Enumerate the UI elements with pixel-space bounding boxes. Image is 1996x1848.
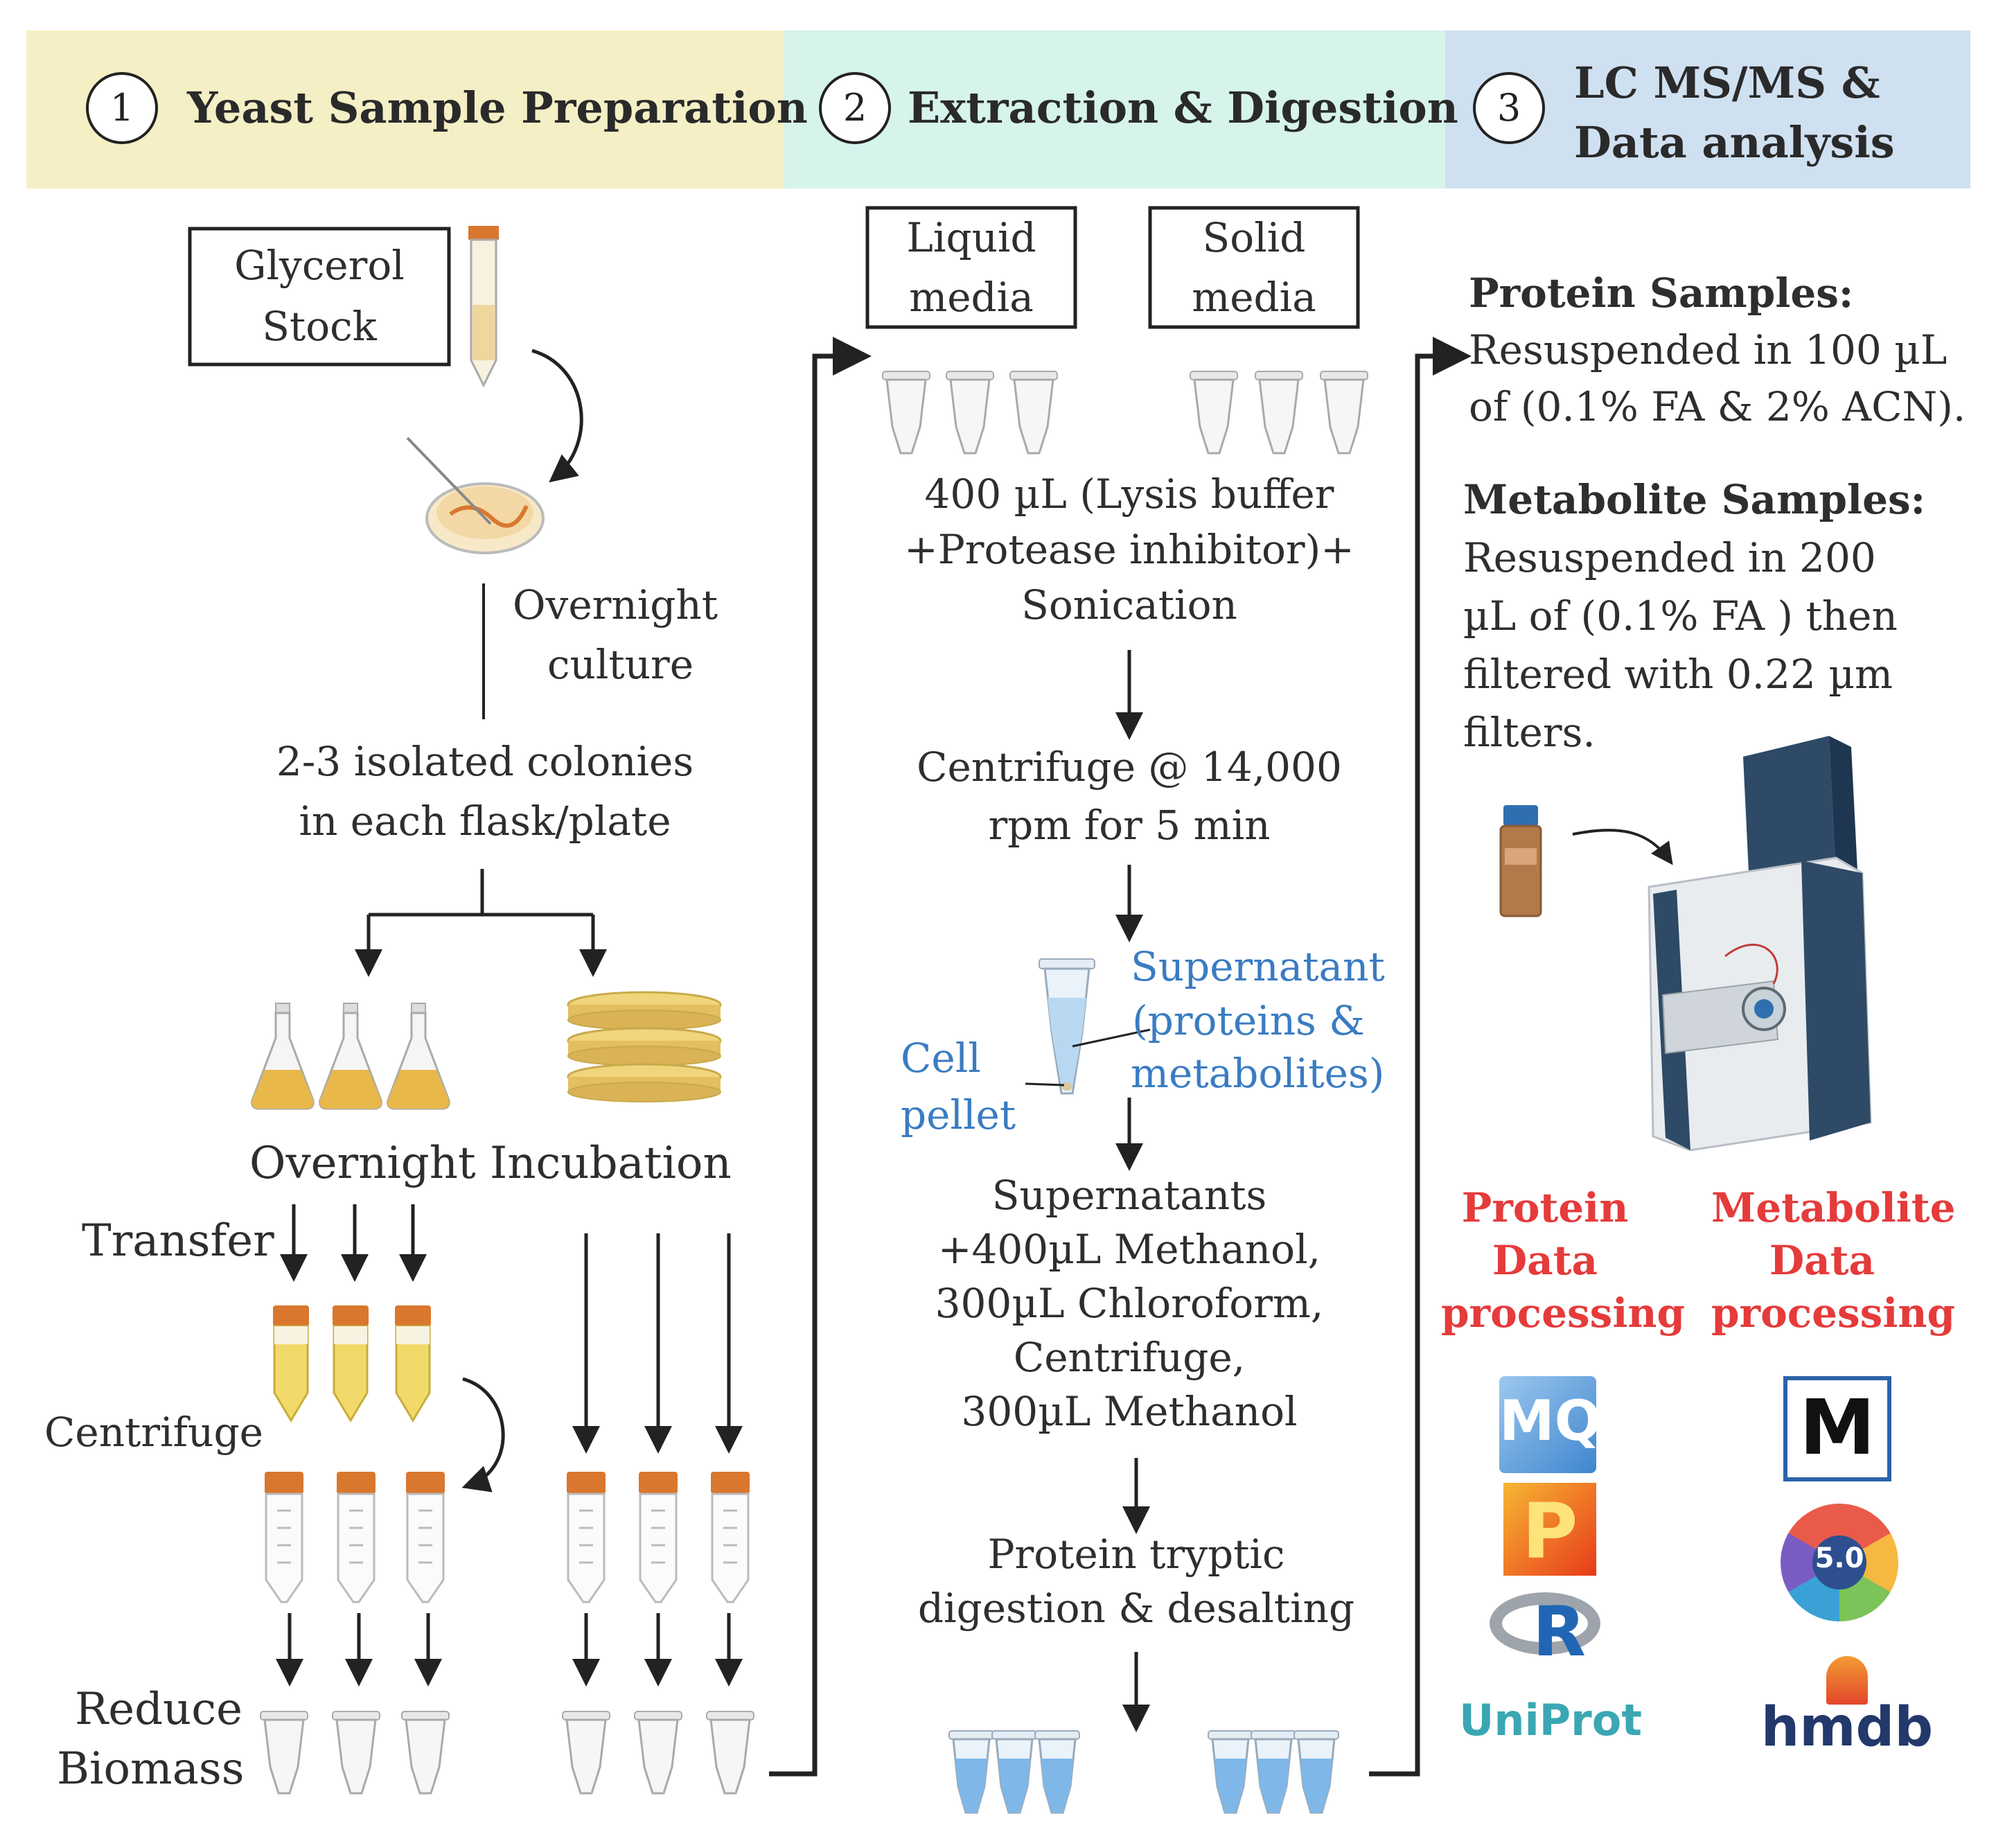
liquid-media-line1: Liquid xyxy=(906,214,1036,261)
cell-pellet-line2: pellet xyxy=(901,1091,1016,1138)
supernatant-label-line1: Supernatant xyxy=(1131,943,1385,990)
protein-samples-text-line1: Resuspended in 100 µL xyxy=(1469,326,1948,373)
methanol-step-line1: Supernatants xyxy=(991,1172,1267,1219)
methanol-step-line3: 300µL Chloroform, xyxy=(935,1280,1324,1327)
lysis-line1: 400 µL (Lysis buffer xyxy=(924,470,1334,518)
perseus-logo: P xyxy=(1503,1483,1596,1576)
reduce-biomass-line1: Reduce xyxy=(75,1684,242,1735)
reduce-biomass-line2: Biomass xyxy=(57,1743,245,1795)
centrifuge-label-col1: Centrifuge xyxy=(44,1409,263,1456)
centrifuge-line2: rpm for 5 min xyxy=(988,802,1271,849)
perseus-logo-text: P xyxy=(1521,1487,1578,1576)
metaboanalyst-m-logo-text: M xyxy=(1799,1383,1875,1472)
protein-samples-heading: Protein Samples: xyxy=(1469,270,1854,317)
section-2-number: 2 xyxy=(819,72,891,144)
overnight-culture-line2: culture xyxy=(547,641,694,688)
section-2-header xyxy=(784,30,1445,188)
metabolite-samples-text-line3: filtered with 0.22 µm xyxy=(1463,651,1893,698)
lysis-line3: Sonication xyxy=(1021,581,1237,628)
uniprot-logo: UniProt xyxy=(1459,1684,1667,1760)
section-1-title: Yeast Sample Preparation xyxy=(187,82,808,133)
metabolite-processing-line1: Metabolite xyxy=(1711,1184,1956,1231)
metabolite-processing-line3: processing xyxy=(1711,1290,1956,1337)
liquid-media-line2: media xyxy=(909,274,1034,321)
solid-media-line1: Solid xyxy=(1202,214,1306,261)
protein-processing-line3: processing xyxy=(1441,1290,1686,1337)
metaboanalyst-hex-logo: 5.0 xyxy=(1781,1504,1898,1621)
r-logo: R xyxy=(1490,1587,1614,1672)
overnight-culture-line1: Overnight xyxy=(513,581,718,628)
uniprot-logo-text: UniProt xyxy=(1459,1695,1642,1745)
section-3-title-line1: LC MS/MS & xyxy=(1574,58,1880,108)
centrifuge-line1: Centrifuge @ 14,000 xyxy=(917,743,1342,791)
maxquant-logo: MQ xyxy=(1499,1376,1602,1473)
metabolite-samples-heading: Metabolite Samples: xyxy=(1463,476,1926,523)
protein-processing-line1: Protein xyxy=(1461,1184,1629,1231)
metaboanalyst-version: 5.0 xyxy=(1814,1542,1864,1574)
section-2-title: Extraction & Digestion xyxy=(908,82,1458,133)
metabolite-samples-text-line1: Resuspended in 200 xyxy=(1463,534,1876,581)
supernatant-label-line2: (proteins & xyxy=(1132,997,1365,1044)
metabolite-processing-line2: Data xyxy=(1769,1237,1875,1284)
methanol-step-line5: 300µL Methanol xyxy=(961,1388,1298,1435)
methanol-step-line2: +400µL Methanol, xyxy=(937,1226,1321,1273)
r-logo-text: R xyxy=(1533,1591,1587,1672)
methanol-step-line4: Centrifuge, xyxy=(1013,1334,1246,1381)
glycerol-stock-line1: Glycerol xyxy=(234,242,405,289)
hmdb-logo-text: hmdb xyxy=(1760,1696,1934,1759)
section-1-number: 1 xyxy=(86,72,158,144)
transfer-label: Transfer xyxy=(82,1215,274,1267)
supernatant-label-line3: metabolites) xyxy=(1131,1050,1385,1097)
metaboanalyst-m-logo: M xyxy=(1783,1376,1891,1481)
maxquant-logo-text: MQ xyxy=(1499,1389,1602,1453)
protein-processing-line2: Data xyxy=(1492,1237,1598,1284)
colonies-line1: 2-3 isolated colonies xyxy=(276,738,694,785)
lysis-line2: +Protease inhibitor)+ xyxy=(904,526,1354,573)
colonies-line2: in each flask/plate xyxy=(299,798,671,845)
digestion-line2: digestion & desalting xyxy=(917,1585,1355,1632)
hmdb-figure xyxy=(1826,1656,1868,1705)
section-3-number: 3 xyxy=(1473,72,1545,144)
overnight-incubation: Overnight Incubation xyxy=(249,1138,732,1189)
metabolite-samples-text-line4: filters. xyxy=(1463,709,1596,756)
cell-pellet-line1: Cell xyxy=(901,1035,981,1082)
metabolite-samples-text-line2: µL of (0.1% FA ) then xyxy=(1463,592,1898,640)
protein-samples-text-line2: of (0.1% FA & 2% ACN). xyxy=(1469,383,1966,430)
hmdb-logo: hmdb xyxy=(1757,1656,1937,1760)
section-3-title-line2: Data analysis xyxy=(1574,117,1895,168)
solid-media-line2: media xyxy=(1192,274,1316,321)
glycerol-stock-line2: Stock xyxy=(262,303,377,350)
metaboanalyst-hex-core xyxy=(1812,1535,1866,1590)
digestion-line1: Protein tryptic xyxy=(987,1531,1285,1578)
